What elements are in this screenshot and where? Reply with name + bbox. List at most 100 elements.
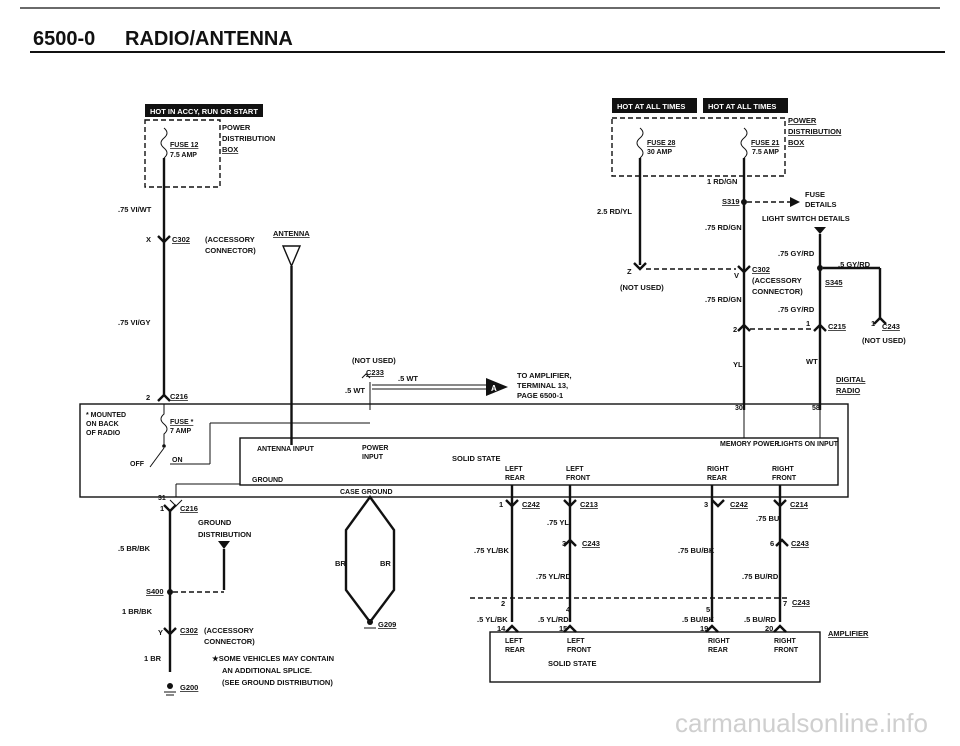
c233-symbol [361,373,371,379]
splice-note-1: ★SOME VEHICLES MAY CONTAIN [212,654,334,663]
wire-label-bu-75: .75 BU [756,514,779,523]
splice-note-3: (SEE GROUND DISTRIBUTION) [222,678,333,687]
radio-right-front-1: RIGHT [772,466,795,473]
wire-label-bu-rd-75: .75 BU/RD [742,572,779,581]
c233-label: C233 [366,368,384,377]
amp-right-rear-2: REAR [708,647,728,654]
digital-label: DIGITAL [836,375,866,384]
splice-note-2: AN ADDITIONAL SPLICE. [222,666,312,675]
pin-20: 20 [765,624,773,633]
page-ref-label: A [491,384,497,393]
hot-in-accy-label: HOT IN ACCY, RUN OR START [150,107,258,116]
power-input-label-2: INPUT [362,454,384,461]
page-title: RADIO/ANTENNA [125,28,293,50]
c302-low-note-1: (ACCESSORY [204,626,254,635]
radio-fuse-amp: 7 AMP [170,428,191,435]
wire-label-vi-wt: .75 VI/WT [118,205,152,214]
pin-5: 5 [706,605,710,614]
light-switch-label: LIGHT SWITCH DETAILS [762,214,850,223]
hot-in-accy-band [145,104,263,117]
c215-right-pin: 1 [806,319,810,328]
to-amp-1: TO AMPLIFIER, [517,371,572,380]
amp-left-front-2: FRONT [567,647,592,654]
radio-right-rear-2: REAR [707,475,727,482]
connector-y-symbol [163,627,177,636]
c216-top-pin: 2 [146,393,150,402]
c243-a-pin: 3 [562,539,566,548]
amp-left-rear-1: LEFT [505,638,523,645]
wire-label-yl-rd-75: .75 YL/RD [536,572,571,581]
c302-top-note-2: CONNECTOR) [205,246,256,255]
pin-19-symbol [705,624,719,633]
g209-point [367,619,373,625]
c242-right-pin: 3 [704,500,708,509]
c215-right-label: C215 [828,322,846,331]
c302-low-note-2: CONNECTOR) [204,637,255,646]
hot-at-all-times-band-a [612,98,697,113]
pin-20-symbol [773,624,787,633]
g200-point [167,683,173,689]
wire-label-yl-bk-5: .5 YL/BK [477,615,508,624]
to-amp-3: PAGE 6500-1 [517,391,563,400]
ground-distribution-arrow [218,541,230,549]
fuse-21-label: FUSE 21 [751,140,780,147]
c216-top-label: C216 [170,392,188,401]
radio-label: RADIO [836,386,860,395]
pin-19: 19 [700,624,708,633]
s345-splice [817,265,823,271]
pin-30: 30 [735,405,743,412]
hot-at-all-times-label-b: HOT AT ALL TIMES [708,102,776,111]
amplifier-box [489,631,821,683]
radio-right-rear-1: RIGHT [707,466,730,473]
antenna-icon [281,245,302,268]
page-code: 6500-0 [33,28,95,50]
s400-splice [167,589,173,595]
fuse-12-label: FUSE 12 [170,142,199,149]
radio-fuse-label: FUSE * [170,419,194,426]
switch-contact [162,444,166,448]
wire-label-yl: YL [733,360,743,369]
wire-label-wt-c233: .5 WT [398,374,418,383]
amp-left-rear-2: REAR [505,647,525,654]
amplifier-label: AMPLIFIER [828,629,869,638]
left-fuse-box [144,119,221,188]
fuse-details-2: DETAILS [805,200,837,209]
g209-label: G209 [378,620,396,629]
c243-top-symbol [873,316,887,325]
amp-right-front-1: RIGHT [774,638,797,645]
connector-v-label: V [734,271,739,280]
s319-label: S319 [722,197,740,206]
c215-right-symbol [813,323,827,332]
not-used-z: (NOT USED) [620,283,664,292]
wire-label-yl-rd-5: .5 YL/RD [538,615,569,624]
c243-a-symbol [563,538,577,547]
c216-low-pin: 1 [160,504,164,513]
c243-b-pin: 6 [770,539,774,548]
pin-58: 58 [812,405,820,412]
wire-label-yl-75: .75 YL [547,518,569,527]
ground-distribution-2: DISTRIBUTION [198,530,251,539]
wire-label-br-a: BR [335,559,346,568]
right-box-label: BOX [788,138,804,147]
c302-right-label: C302 [752,265,770,274]
switch-off-label: OFF [130,461,145,468]
fuse-details-arrow [790,197,800,207]
radio-left-front-2: FRONT [566,475,591,482]
to-amp-2: TERMINAL 13, [517,381,568,390]
wire-label-bu-bk-75: .75 BU/BK [678,546,715,555]
radio-left-front-1: LEFT [566,466,584,473]
wire-label-gy-rd-3: .75 GY/RD [778,305,815,314]
radio-solid-state-label: SOLID STATE [452,454,500,463]
radio-fuse-symbol [160,404,168,446]
wire-label-br-1: 1 BR [144,654,162,663]
c242-left-pin: 1 [499,500,503,509]
right-power-label: POWER [788,116,817,125]
wire-label-br-bk: .5 BR/BK [118,544,151,553]
wire-label-bu-rd-5: .5 BU/RD [744,615,777,624]
s345-label: S345 [825,278,843,287]
right-distribution-label: DISTRIBUTION [788,127,841,136]
power-input-label-1: POWER [362,445,388,452]
wire-label-wt-radio: .5 WT [345,386,365,395]
power-switch [149,447,165,468]
wire-label-br-bk-1: 1 BR/BK [122,607,153,616]
